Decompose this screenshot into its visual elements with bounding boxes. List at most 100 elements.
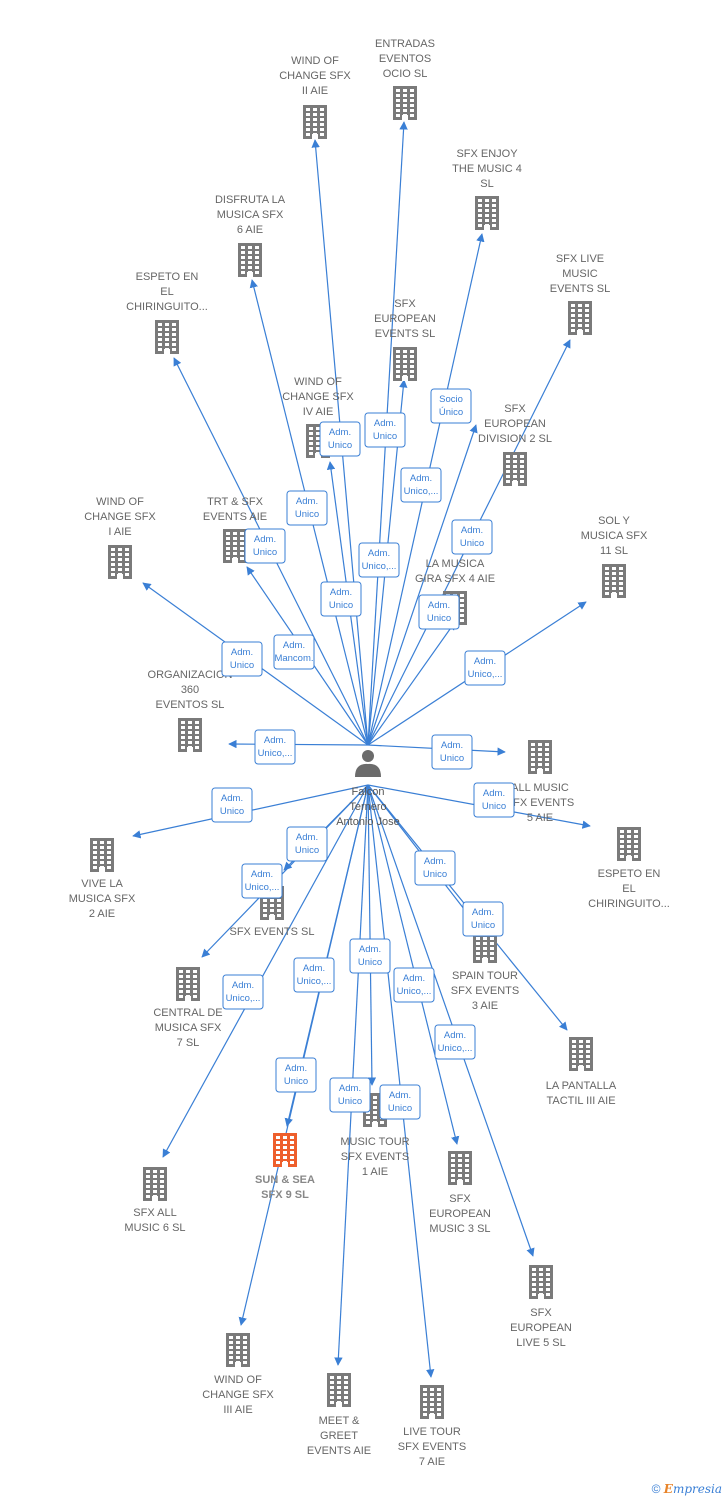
edge-label-box: [221, 641, 263, 677]
edge-label-text: Unico: [329, 600, 353, 611]
edge-label-box: [451, 519, 493, 555]
footer-brand[interactable]: © Empresia: [652, 1482, 722, 1496]
edge-label-musictour1[interactable]: Adm.Unico: [349, 938, 391, 974]
building-window: [451, 1174, 455, 1177]
edge-label-sunsea9[interactable]: Adm.Unico: [275, 1057, 317, 1093]
edge-label-sol11[interactable]: Adm.Unico,...: [464, 650, 506, 686]
building-icon: [178, 718, 202, 752]
company-name-line: II AIE: [302, 85, 328, 97]
building-window: [233, 552, 237, 555]
edge-label-european[interactable]: Adm.Unico,...: [358, 542, 400, 578]
edge-label-wind1[interactable]: Adm.Unico: [221, 641, 263, 677]
company-node-espeto2[interactable]: ESPETO ENELCHIRINGUITO...: [588, 827, 670, 910]
edge-label-text: Unico: [230, 660, 254, 671]
building-window: [478, 214, 482, 217]
building-window: [118, 568, 122, 571]
building-window: [396, 375, 400, 378]
edge-label-disfruta6[interactable]: Adm.Unico: [286, 490, 328, 526]
company-name-line: EL: [622, 883, 635, 895]
edge-label-trt[interactable]: Adm.Unico: [244, 528, 286, 564]
edge-label-entradas[interactable]: Adm.Unico: [364, 412, 406, 448]
company-name-line: EVENTOS: [379, 53, 431, 65]
edge-label-org360[interactable]: Adm.Unico,...: [254, 729, 296, 765]
company-name-line: DIVISION 2 SL: [478, 433, 552, 445]
edge-label-sfxevents[interactable]: Adm.Unico: [286, 826, 328, 862]
edge-label-espeto2[interactable]: Adm.Unico: [473, 782, 515, 818]
building-window: [330, 1376, 334, 1379]
building-window: [451, 1179, 455, 1182]
building-window: [153, 1175, 157, 1178]
edge-label-vive2[interactable]: Adm.Unico: [211, 787, 253, 823]
company-name-line: LIVE TOUR: [403, 1426, 461, 1438]
edge-label-box: [462, 901, 504, 937]
company-name-line: ESPETO EN: [598, 868, 661, 880]
edge-gira4: [367, 621, 456, 746]
building-window: [538, 758, 542, 761]
edge-meet: [334, 784, 369, 1366]
edge-label-gira4[interactable]: Adm.Unico: [418, 594, 460, 630]
building-door: [484, 225, 490, 230]
edge-org360: [228, 739, 369, 749]
building-window: [478, 209, 482, 212]
building-window: [229, 1356, 233, 1359]
building-window: [403, 370, 407, 373]
edge-label-allmusic6[interactable]: Adm.Unico,...: [222, 974, 264, 1010]
edge-label-elive5[interactable]: Adm.Unico,...: [434, 1024, 476, 1060]
building-window: [423, 1388, 427, 1391]
edge-label-wind2[interactable]: Adm.Unico: [319, 421, 361, 457]
edge-label-enjoy4[interactable]: Adm.Unico,...: [400, 467, 442, 503]
edge-label-box: [464, 650, 506, 686]
building-window: [451, 1169, 455, 1172]
edge-label-emusic3[interactable]: Adm.Unico,...: [393, 967, 435, 1003]
building-window: [585, 309, 589, 312]
edge-label-wind4[interactable]: Adm.Unico: [320, 581, 362, 617]
edge-label-wind3[interactable]: Adm.Unico,...: [293, 957, 335, 993]
edge-label-meet[interactable]: Adm.Unico: [329, 1077, 371, 1113]
company-node-espeto1[interactable]: ESPETO ENELCHIRINGUITO...: [126, 271, 208, 354]
building-window: [179, 985, 183, 988]
building-window: [437, 1398, 441, 1401]
edge-label-spain3[interactable]: Adm.Unico: [414, 850, 456, 886]
building-window: [403, 99, 407, 102]
edge-label-live[interactable]: Adm.Unico: [451, 519, 493, 555]
company-name-line: SFX ALL: [133, 1207, 176, 1219]
edge-label-text: Unico,...: [245, 882, 280, 893]
building-window: [520, 455, 524, 458]
building-window: [485, 209, 489, 212]
building-icon: [303, 105, 327, 139]
edge-label-livetour7[interactable]: Adm.Unico: [379, 1084, 421, 1120]
building-window: [153, 1190, 157, 1193]
edge-label-espeto1[interactable]: Adm.Mancom.: [273, 634, 315, 670]
company-name-line: SL: [480, 178, 493, 190]
edge-label-pantalla[interactable]: Adm.Unico: [462, 901, 504, 937]
edge-label-allmusic5[interactable]: Adm.Unico: [431, 734, 473, 770]
building-window: [277, 909, 281, 912]
edge-label-central7[interactable]: Adm.Unico,...: [241, 863, 283, 899]
building-window: [316, 432, 320, 435]
